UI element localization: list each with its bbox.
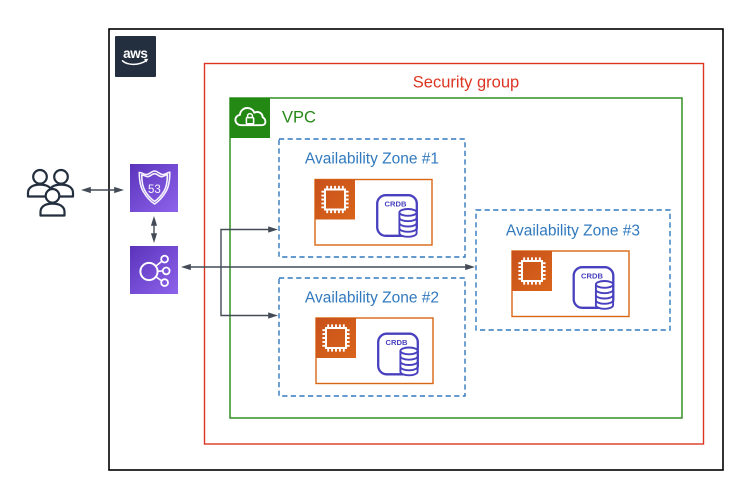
security-group-label: Security group: [413, 74, 519, 92]
crdb-label-1: CRDB: [385, 200, 407, 209]
crdb-node-icon-2: CRDB: [377, 332, 419, 377]
availability-zone-2-box: Availability Zone #2 CRDB: [278, 277, 466, 397]
arrows: [81, 186, 475, 319]
arrow-elb-az2: [220, 267, 278, 319]
instance-contents-box-1: CRDB: [314, 178, 433, 246]
users-icon: [26, 168, 75, 217]
aws-cloud-box: aws: [108, 28, 724, 471]
aws-logo-text: aws: [123, 46, 147, 61]
arrow-users-route53: [81, 186, 124, 194]
vpc-cloud-lock-icon: [230, 98, 270, 138]
aws-smile-arrowhead: [144, 58, 149, 63]
security-group-box: Security group: [203, 62, 705, 445]
crdb-node-icon-1: CRDB: [376, 194, 418, 238]
vpc-box: VPC: [229, 97, 683, 419]
availability-zone-1-box: Availability Zone #1 CRDB: [278, 138, 466, 258]
arrow-elb-az3: [181, 263, 475, 271]
route53-icon: 53: [130, 164, 178, 212]
availability-zone-3-label: Availability Zone #3: [506, 223, 640, 240]
aws-smile-icon: [121, 60, 147, 66]
crdb-label-2: CRDB: [386, 338, 408, 347]
ec2-instance-icon-1: [314, 178, 356, 221]
crdb-node-icon-3: CRDB: [572, 266, 615, 310]
aws-logo: aws: [115, 36, 156, 77]
availability-zone-3-box: Availability Zone #3 CRDB: [475, 209, 671, 331]
vpc-label: VPC: [282, 109, 316, 127]
arrow-route53-elb: [150, 216, 158, 243]
instance-contents-box-2: CRDB: [315, 317, 434, 385]
availability-zone-1-label: Availability Zone #1: [305, 151, 439, 168]
arrow-elb-az1: [220, 226, 278, 267]
crdb-label-3: CRDB: [581, 272, 603, 281]
availability-zone-2-label: Availability Zone #2: [305, 290, 439, 307]
route53-shield-number: 53: [148, 184, 161, 196]
ec2-instance-icon-2: [315, 317, 357, 359]
instance-contents-box-3: CRDB: [511, 250, 630, 318]
elastic-load-balancer-icon: [130, 246, 178, 294]
ec2-instance-icon-3: [511, 250, 553, 292]
